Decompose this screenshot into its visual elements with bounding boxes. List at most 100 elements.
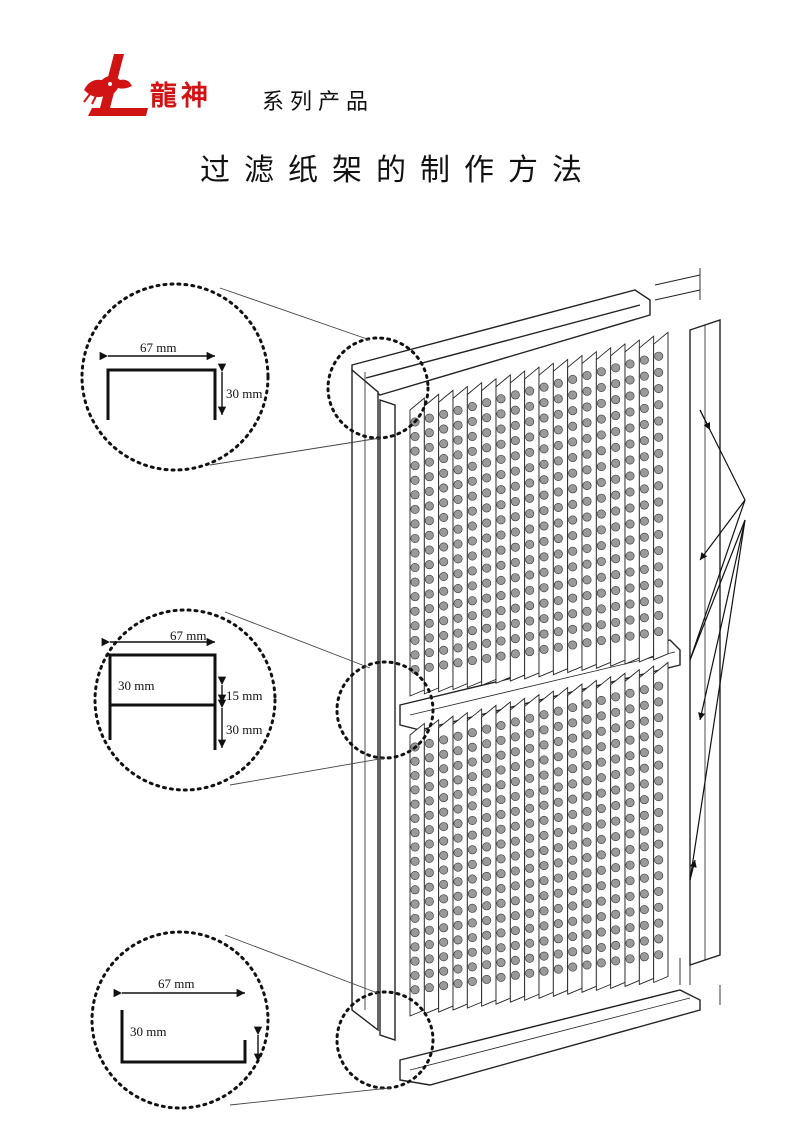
filter-hole [582,433,592,443]
filter-hole [611,801,621,811]
detail-circle-middle [93,608,277,792]
filter-hole [410,533,420,543]
filter-hole [568,794,578,804]
filter-hole [639,952,649,962]
filter-hole [525,447,535,457]
page-title: 过滤纸架的制作方法 [200,153,596,188]
filter-hole [410,756,420,766]
filter-hole [482,503,492,513]
filter-hole [611,411,621,421]
filter-hole [439,923,449,933]
brand-series: 系列产品 [262,90,375,115]
filter-hole [568,947,578,957]
filter-hole [510,542,520,552]
filter-hole [596,757,606,767]
filter-pleat [509,370,526,682]
filter-hole [453,480,463,490]
filter-hole [467,641,477,651]
detail-circle-top [80,282,270,472]
filter-hole [539,755,549,765]
filter-hole [639,597,649,607]
filter-hole [439,409,449,419]
filter-hole [553,627,563,637]
filter-hole [596,865,606,875]
filter-hole [410,519,420,529]
filter-pleat [538,362,554,678]
filter-hole [525,585,535,595]
filter-hole [496,485,506,495]
filter-hole [625,844,635,854]
filter-hole [410,813,420,823]
filter-hole [553,858,563,868]
filter-hole [596,819,606,829]
filter-hole [568,546,578,556]
filter-hole [611,692,621,702]
filter-hole [453,877,463,887]
filter-hole [654,681,664,691]
filter-hole [596,834,606,844]
filter-hole [424,868,434,878]
filter-hole [453,450,463,460]
filter-hole [639,826,649,836]
filter-hole [539,891,549,901]
filter-hole [639,419,649,429]
filter-hole [482,827,492,837]
filter-hole [439,966,449,976]
filter-hole [439,764,449,774]
filter-hole [424,853,434,863]
filter-hole [453,775,463,785]
filter-hole [439,749,449,759]
filter-hole [510,481,520,491]
filter-hole [482,812,492,822]
filter-hole [553,440,563,450]
filter-hole [639,857,649,867]
filter-hole [639,613,649,623]
filter-hole [553,487,563,497]
filter-hole [410,475,420,485]
filter-hole [582,418,592,428]
filter-hole [553,549,563,559]
filter-hole [482,886,492,896]
filter-hole [611,490,621,500]
filter-hole [496,958,506,968]
filter-hole [424,825,434,835]
filter-hole [467,815,477,825]
filter-hole [410,621,420,631]
filter-hole [568,855,578,865]
filter-hole [439,424,449,434]
filter-hole [467,566,477,576]
filter-hole [596,367,606,377]
filter-hole [639,564,649,574]
filter-hole [482,798,492,808]
filter-hole [625,519,635,529]
filter-hole [611,458,621,468]
filter-hole [553,394,563,404]
filter-hole [467,801,477,811]
filter-hole [467,596,477,606]
filter-hole [611,785,621,795]
filter-hole [568,515,578,525]
profile-middle [101,637,227,750]
filter-hole [439,836,449,846]
filter-hole [639,685,649,695]
filter-hole [482,739,492,749]
filter-hole [453,848,463,858]
filter-hole [654,839,664,849]
filter-hole [482,653,492,663]
filter-hole [625,551,635,561]
filter-hole [568,437,578,447]
filter-hole [625,599,635,609]
filter-hole [582,837,592,847]
filter-hole [467,506,477,516]
filter-hole [582,622,592,632]
filter-hole [639,936,649,946]
filter-hole [625,923,635,933]
filter-pleat [624,668,640,988]
filter-hole [568,609,578,619]
filter-hole [639,581,649,591]
filter-hole [539,583,549,593]
filter-hole [639,371,649,381]
filter-hole [568,499,578,509]
filter-hole [453,949,463,959]
